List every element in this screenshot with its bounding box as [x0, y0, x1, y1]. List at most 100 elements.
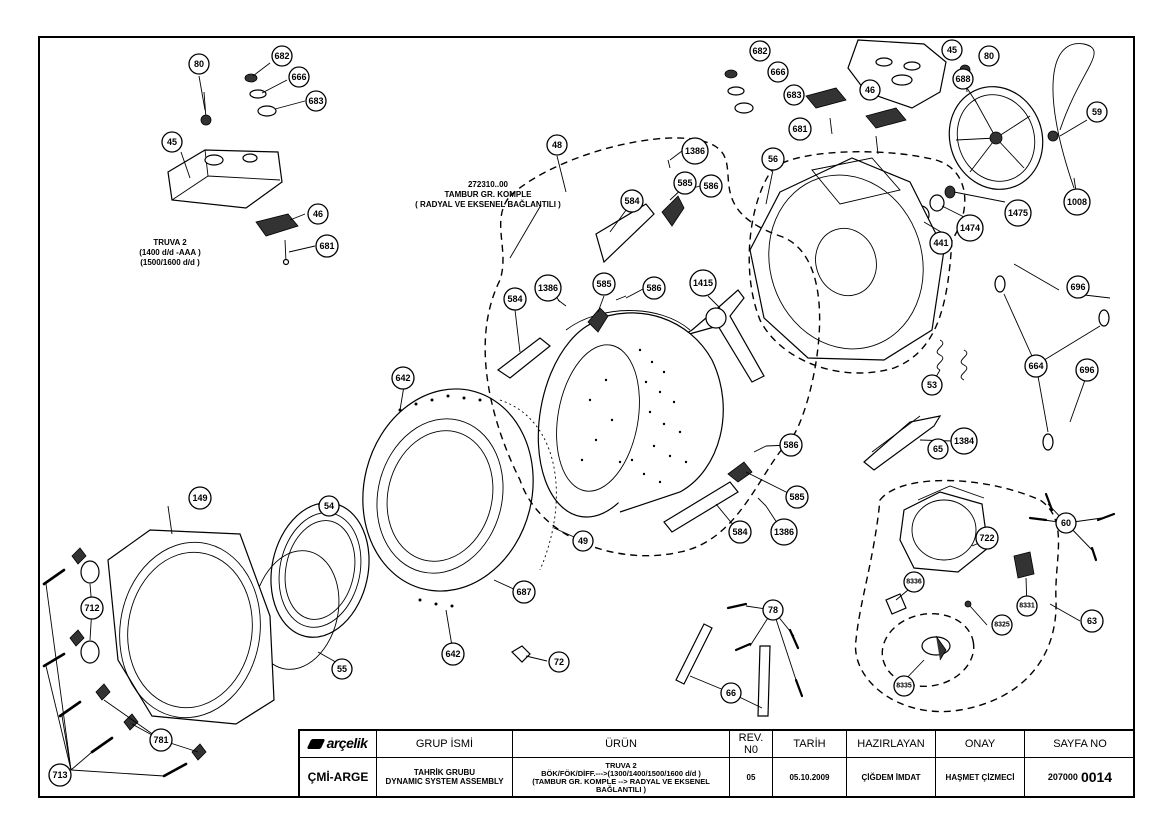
- svg-text:45: 45: [947, 45, 957, 55]
- svg-text:688: 688: [955, 74, 970, 84]
- note-left-variant: TRUVA 2 (1400 d/d -AAA ) (1500/1600 d/d …: [139, 238, 201, 267]
- svg-text:586: 586: [646, 283, 661, 293]
- callout-59: 59: [1086, 101, 1108, 123]
- svg-text:46: 46: [313, 209, 323, 219]
- svg-text:1386: 1386: [774, 527, 794, 537]
- callout-45-left: 45: [161, 131, 183, 153]
- callout-46-right: 46: [859, 79, 881, 101]
- callouts: 80 682 666 683 45 46 681 48 1386 585 586…: [48, 39, 1108, 787]
- group-name-tr: TAHRİK GRUBU: [413, 768, 476, 778]
- svg-text:80: 80: [984, 51, 994, 61]
- svg-text:1008: 1008: [1067, 197, 1087, 207]
- svg-text:45: 45: [167, 137, 177, 147]
- svg-text:681: 681: [792, 124, 807, 134]
- callout-8325: 8325: [991, 614, 1013, 636]
- callout-681-right: 681: [788, 117, 812, 141]
- callout-681-left: 681: [315, 234, 339, 258]
- callout-781: 781: [149, 728, 173, 752]
- svg-text:55: 55: [337, 664, 347, 674]
- callout-60: 60: [1055, 512, 1077, 534]
- svg-text:54: 54: [324, 501, 334, 511]
- callout-696-bottom: 696: [1075, 358, 1099, 382]
- prepared-value: ÇİĞDEM İMDAT: [847, 758, 936, 798]
- callout-1384: 1384: [950, 427, 978, 455]
- svg-text:585: 585: [789, 492, 804, 502]
- svg-text:666: 666: [291, 72, 306, 82]
- svg-text:642: 642: [395, 373, 410, 383]
- callout-149: 149: [188, 486, 212, 510]
- callout-1008: 1008: [1063, 188, 1091, 216]
- note-left-line-3: (1500/1600 d/d ): [140, 258, 200, 267]
- callout-1475: 1475: [1004, 199, 1032, 227]
- department: ÇMİ-ARGE: [300, 758, 377, 798]
- svg-text:1415: 1415: [693, 278, 713, 288]
- svg-text:642: 642: [445, 649, 460, 659]
- callout-713: 713: [48, 763, 72, 787]
- callout-78: 78: [762, 599, 784, 621]
- callout-63: 63: [1080, 609, 1104, 633]
- svg-text:586: 586: [783, 440, 798, 450]
- svg-text:713: 713: [52, 770, 67, 780]
- note-drum-line-3: ( RADYAL VE EKSENEL BAĞLANTILI ): [415, 200, 561, 209]
- svg-text:46: 46: [865, 85, 875, 95]
- callout-688: 56: [761, 147, 785, 171]
- header-prepared: HAZIRLAYAN: [847, 731, 936, 758]
- svg-text:682: 682: [274, 51, 289, 61]
- callout-8336: 8336: [903, 571, 925, 593]
- callout-666-right: 666: [767, 61, 789, 83]
- header-rev: REV. N0: [730, 731, 773, 758]
- svg-text:682: 682: [752, 46, 767, 56]
- svg-text:8335: 8335: [896, 683, 912, 690]
- svg-text:49: 49: [578, 536, 588, 546]
- callout-1386-top: 1386: [681, 137, 709, 165]
- svg-text:586: 586: [703, 181, 718, 191]
- svg-text:681: 681: [319, 241, 334, 251]
- callout-687: 687: [512, 580, 536, 604]
- callout-1386-bottom: 1386: [770, 518, 798, 546]
- callout-66: 66: [720, 682, 742, 704]
- date-value: 05.10.2009: [773, 758, 847, 798]
- svg-text:80: 80: [194, 59, 204, 69]
- callout-72: 72: [548, 651, 570, 673]
- svg-text:585: 585: [677, 178, 692, 188]
- callout-1386-mid: 1386: [534, 274, 562, 302]
- page-number: 207000 0014: [1025, 758, 1135, 798]
- product-line-1: TRUVA 2: [605, 760, 637, 770]
- svg-text:78: 78: [768, 605, 778, 615]
- callout-49: 49: [572, 530, 594, 552]
- callout-8335: 8335: [893, 675, 915, 697]
- svg-text:72: 72: [554, 657, 564, 667]
- svg-text:696: 696: [1079, 365, 1094, 375]
- page-prefix: 207000: [1047, 772, 1078, 783]
- svg-text:8336: 8336: [906, 579, 922, 586]
- svg-text:60: 60: [1061, 518, 1071, 528]
- svg-text:441: 441: [933, 238, 948, 248]
- svg-text:683: 683: [786, 90, 801, 100]
- brand-logo: arçelik: [300, 731, 377, 758]
- svg-text:8325: 8325: [994, 622, 1010, 629]
- brand-mark-icon: [306, 739, 325, 749]
- callout-712: 712: [80, 596, 104, 620]
- callout-642-top: 642: [391, 366, 415, 390]
- callout-722: 722: [975, 526, 999, 550]
- svg-text:1386: 1386: [538, 283, 558, 293]
- svg-text:584: 584: [732, 527, 747, 537]
- group-name: TAHRİK GRUBU DYNAMIC SYSTEM ASSEMBLY: [377, 758, 513, 798]
- svg-text:781: 781: [153, 735, 168, 745]
- svg-text:53: 53: [927, 380, 937, 390]
- svg-text:664: 664: [1028, 361, 1043, 371]
- header-rev-line-2: N0: [743, 744, 759, 756]
- callout-55: 55: [331, 658, 353, 680]
- svg-text:63: 63: [1087, 616, 1097, 626]
- svg-text:687: 687: [516, 587, 531, 597]
- header-product: ÜRÜN: [513, 731, 730, 758]
- callout-584-bottom: 584: [728, 520, 752, 544]
- callout-683-left: 683: [305, 90, 327, 112]
- callout-8331: 8331: [1016, 595, 1038, 617]
- callout-441: 441: [929, 231, 953, 255]
- callout-46-left: 46: [307, 203, 329, 225]
- callout-584-mid: 584: [503, 287, 527, 311]
- callout-586-bottom: 586: [779, 433, 803, 457]
- svg-text:65: 65: [933, 444, 943, 454]
